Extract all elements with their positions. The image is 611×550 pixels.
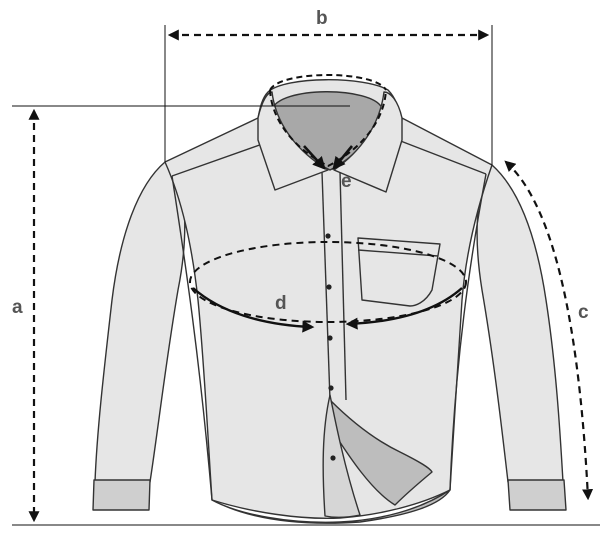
hem-shadow xyxy=(211,489,451,524)
dimension-d-chest-ellipse xyxy=(189,241,467,323)
right-sleeve xyxy=(476,164,564,483)
label-d: d xyxy=(275,293,287,314)
placket xyxy=(321,171,331,401)
right-yoke-seam xyxy=(397,139,487,175)
front-flap-light xyxy=(322,394,361,519)
shirt-illustration xyxy=(92,79,567,524)
measurement-lines xyxy=(12,25,600,526)
dimension-d-arrow-right xyxy=(345,287,463,330)
dimension-e-collar-ellipse xyxy=(269,74,387,91)
dimension-e-collar-lower xyxy=(269,89,387,168)
label-e: e xyxy=(341,171,352,192)
label-c: c xyxy=(578,302,589,323)
button xyxy=(328,385,334,391)
shirt-buttons xyxy=(325,233,336,461)
label-b: b xyxy=(316,8,328,29)
shirt-body xyxy=(164,117,493,519)
left-side-seam xyxy=(171,175,213,501)
button xyxy=(330,455,336,461)
pocket-hem xyxy=(357,249,439,257)
dimension-d-arrow-left xyxy=(192,287,315,333)
front-flap-open xyxy=(329,399,433,506)
label-a: a xyxy=(12,297,23,318)
button xyxy=(326,284,332,290)
dimension-e-arrow-left xyxy=(303,145,326,170)
right-side-seam xyxy=(449,173,487,491)
left-sleeve xyxy=(94,161,186,483)
left-yoke-seam xyxy=(171,141,269,177)
dimension-c-line xyxy=(504,160,594,501)
dimension-e-arrow-right xyxy=(332,145,354,171)
placket-edge xyxy=(339,171,347,401)
button xyxy=(327,335,333,341)
right-cuff xyxy=(507,479,567,511)
left-cuff xyxy=(92,479,151,511)
button xyxy=(325,233,331,239)
